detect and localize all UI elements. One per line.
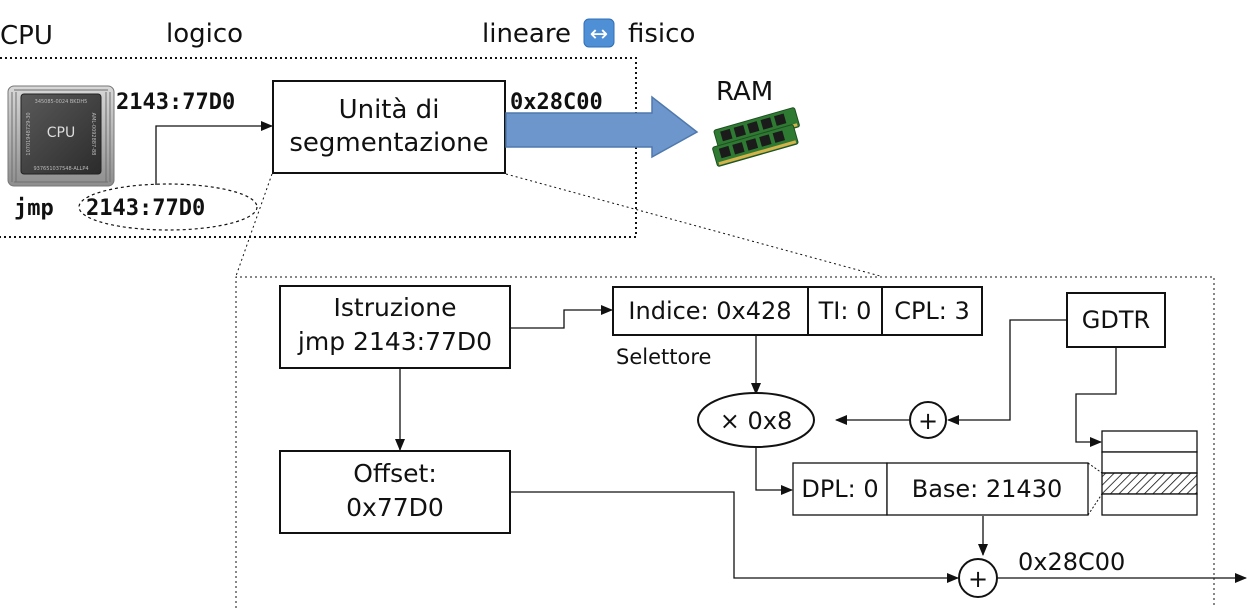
logical-address-label: 2143:77D0: [116, 90, 235, 115]
lower-adder-label: +: [968, 565, 988, 593]
linear-header-label: lineare: [482, 19, 571, 49]
to-ram-arrow: [505, 95, 699, 159]
gdt-zoom-line-bottom: [1087, 493, 1103, 516]
cpu-header-label: CPU: [0, 21, 53, 51]
gdt-zoom-line-top: [1087, 462, 1103, 474]
jmp-operand: 2143:77D0: [86, 196, 205, 221]
jmp-opcode: jmp: [14, 196, 54, 221]
upper-adder-label: +: [918, 407, 938, 435]
multiply-to-descriptor-arrow: [755, 447, 793, 495]
selector-cpl: CPL: 3: [894, 297, 970, 325]
multiply-label: × 0x8: [720, 407, 792, 435]
instruction-box-line1: Istruzione: [334, 293, 457, 322]
detail-region-border: [235, 276, 1215, 608]
linear-address-label: 0x28C00: [510, 90, 603, 115]
arrow-glyph: ↔: [590, 22, 608, 47]
selector-register: Indice: 0x428 TI: 0 CPL: 3: [612, 286, 983, 336]
cpu-chip-icon: CPU 345085-0024 BKDH5 937651037548-ALLP4…: [7, 85, 115, 187]
chip-right-code: AML-0092887-88: [90, 113, 96, 156]
chip-label: CPU: [47, 125, 75, 141]
zoom-line-left: [235, 173, 273, 277]
chip-bottom-code: 937651037548-ALLP4: [33, 166, 88, 172]
ram-label: RAM: [716, 77, 773, 107]
logical-address-arrow: [155, 121, 273, 185]
chip-top-code: 345085-0024 BKDH5: [35, 99, 88, 105]
zoom-line-right: [505, 173, 881, 277]
gdt-selected-entry: [1101, 472, 1198, 495]
selector-ti: TI: 0: [818, 297, 872, 325]
left-right-arrow-icon: ↔: [583, 18, 615, 48]
offset-to-adder-arrow: [511, 491, 959, 583]
offset-box-line2: 0x77D0: [346, 493, 444, 522]
instruction-to-selector-arrow: [511, 305, 613, 329]
segmentation-unit-line2: segmentazione: [289, 128, 488, 158]
gdt-table: [1101, 430, 1198, 516]
selector-index: Indice: 0x428: [628, 297, 791, 325]
logical-header-label: logico: [166, 19, 243, 49]
operand-ellipse: [78, 183, 258, 231]
chip-left-code: 10701948729-30: [26, 112, 32, 155]
descriptor-dpl: DPL: 0: [801, 475, 878, 503]
segment-descriptor: DPL: 0 Base: 21430: [792, 462, 1089, 516]
instruction-box-line2: jmp 2143:77D0: [297, 327, 492, 356]
gdtr-to-adder-arrow: [947, 319, 1066, 425]
gdtr-label: GDTR: [1082, 306, 1150, 334]
offset-box: [279, 450, 511, 534]
segmentation-unit-line1: Unità di: [339, 95, 440, 125]
segmentation-unit-box: [272, 80, 506, 174]
lower-adder-node: [958, 558, 998, 598]
descriptor-base: Base: 21430: [912, 475, 1063, 503]
ram-modules-icon: [712, 107, 800, 167]
gdtr-to-table-arrow: [1075, 348, 1117, 447]
instruction-box: [279, 285, 511, 369]
upper-adder-node: [909, 401, 947, 439]
physical-header-label: fisico: [628, 19, 695, 49]
selector-caption: Selettore: [616, 345, 711, 369]
offset-box-line1: Offset:: [353, 459, 437, 488]
gdtr-box: [1066, 292, 1166, 348]
result-label: 0x28C00: [1018, 548, 1125, 576]
